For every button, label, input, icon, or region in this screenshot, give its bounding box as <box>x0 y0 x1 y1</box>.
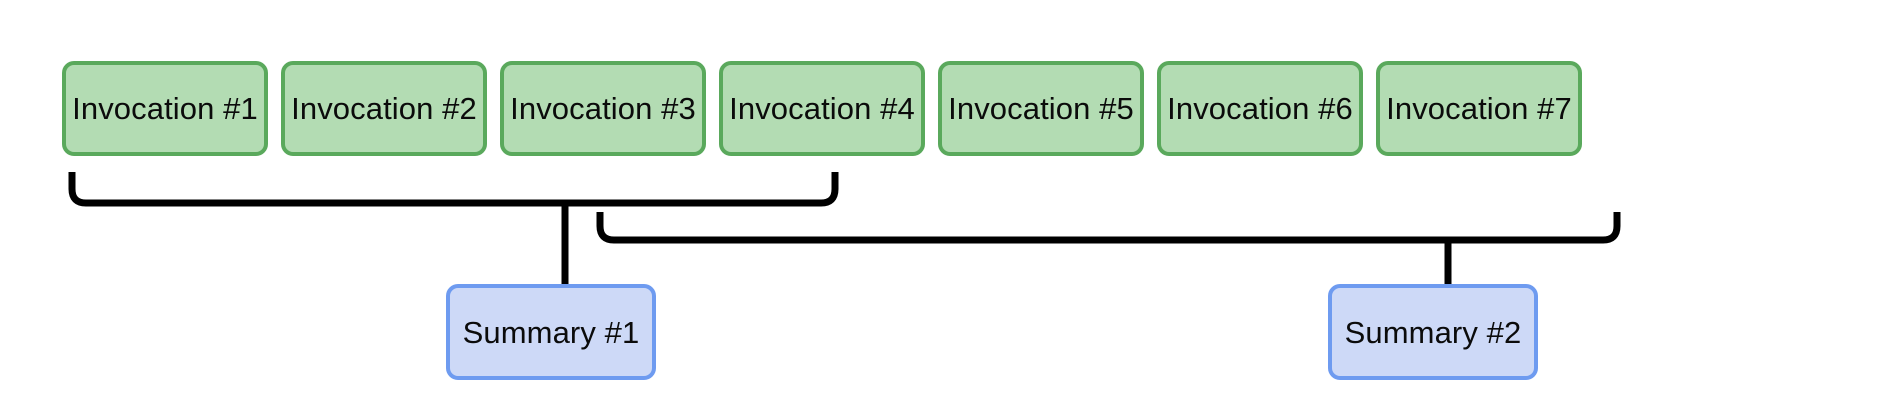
bracket-2-path <box>596 212 1621 244</box>
invocation-node-5[interactable]: Invocation #5 <box>938 61 1144 156</box>
invocation-node-7-label: Invocation #7 <box>1386 91 1572 126</box>
invocation-node-1-label: Invocation #1 <box>72 91 258 126</box>
invocation-node-6[interactable]: Invocation #6 <box>1157 61 1363 156</box>
invocation-node-1[interactable]: Invocation #1 <box>62 61 268 156</box>
invocation-node-6-label: Invocation #6 <box>1167 91 1353 126</box>
summary-node-1[interactable]: Summary #1 <box>446 284 656 380</box>
invocation-node-3[interactable]: Invocation #3 <box>500 61 706 156</box>
invocation-node-2-label: Invocation #2 <box>291 91 477 126</box>
summary-node-2[interactable]: Summary #2 <box>1328 284 1538 380</box>
bracket-1-path <box>68 172 839 207</box>
invocation-node-7[interactable]: Invocation #7 <box>1376 61 1582 156</box>
invocation-node-4[interactable]: Invocation #4 <box>719 61 925 156</box>
invocation-node-2[interactable]: Invocation #2 <box>281 61 487 156</box>
invocation-node-3-label: Invocation #3 <box>510 91 696 126</box>
summary-node-2-label: Summary #2 <box>1344 314 1522 350</box>
invocation-node-5-label: Invocation #5 <box>948 91 1134 126</box>
summary-node-1-label: Summary #1 <box>462 314 640 350</box>
invocation-node-4-label: Invocation #4 <box>729 91 915 126</box>
